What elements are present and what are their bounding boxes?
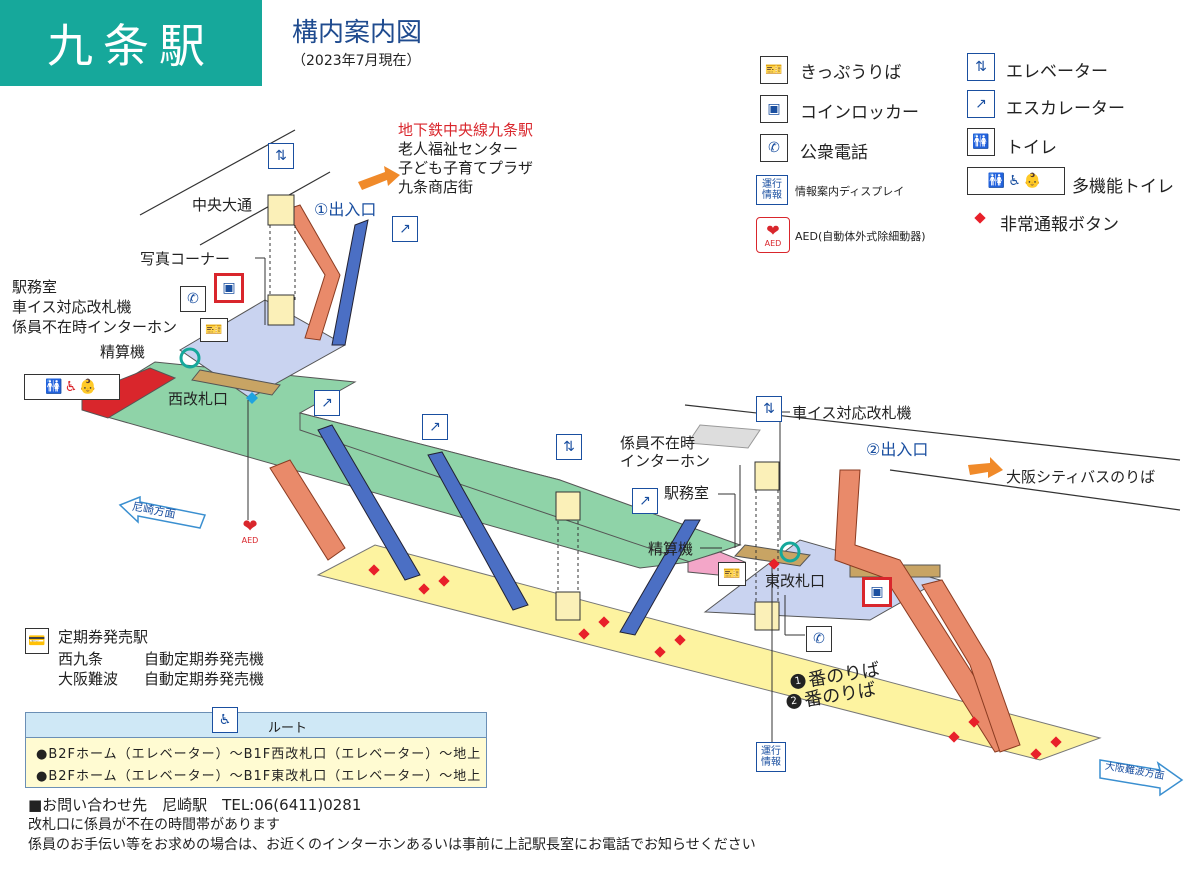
west-gate-marker [246,392,258,404]
east-wheelchair-gate-marker [779,541,801,563]
arrow-exit1-direction [358,166,400,190]
aed-icon-west: ❤ AED [241,516,259,546]
commuter-pass-station-2: 大阪難波 [58,670,119,688]
label-east-fare-adjust: 精算機 [648,540,694,558]
escalator-exit1 [331,219,369,346]
label-subway: 地下鉄中央線九条駅 [398,121,534,139]
route-header-label: ルート [268,721,308,736]
legend-ticket-label: きっぷうりば [800,63,902,83]
escalator-icon-east: ↗ [632,488,658,514]
commuter-pass-type-2: 自動定期券発売機 [144,670,265,688]
legend-toilet-label: トイレ [1006,138,1057,158]
label-east-intercom-2: インターホン [620,452,711,470]
legend-emergency-label: 非常通報ボタン [1000,215,1119,235]
arrow-bus-direction [968,457,1003,478]
route-header: ♿ ルート [26,707,486,738]
label-kids: 子ども子育てプラザ [398,159,534,177]
elevator-icon-center: ⇅ [556,434,582,460]
legend-display-label: 情報案内ディスプレイ [795,185,905,198]
legend-locker-label: コインロッカー [800,103,919,123]
elevator-shafts [269,225,779,610]
footer-note-1: 改札口に係員が不在の時間帯があります [28,817,280,833]
label-bus: 大阪シティバスのりば [1006,468,1156,486]
label-shopping: 九条商店街 [398,178,474,196]
commuter-pass-station-1: 西九条 [58,650,104,668]
arrow-osaka-namba [1099,759,1184,797]
accessible-route-box: ♿ ルート ●B2Fホーム（エレベーター）～B1F西改札口（エレベーター）～地上… [25,707,487,788]
commuter-pass-type-1: 自動定期券発売機 [144,650,265,668]
escalator-icon: ↗ [967,90,995,118]
contact-info: ■お問い合わせ先 尼崎駅 TEL:06(6411)0281 [28,796,362,814]
route-line-west: ●B2Fホーム（エレベーター）～B1F西改札口（エレベーター）～地上 [36,747,482,762]
escalator-icon-west-1: ↗ [314,390,340,416]
phone-icon-west: ✆ [180,286,206,312]
phone-icon-east: ✆ [806,626,832,652]
stairs-exit1 [284,204,341,341]
route-line-east: ●B2Fホーム（エレベーター）～B1F東改札口（エレベーター）～地上 [36,769,482,784]
toilet-block-west [81,367,177,419]
commuter-pass-title: 定期券発売駅 [58,628,149,646]
commuter-pass-icon: 💳 [25,628,49,654]
multipurpose-toilet-icon-west: 🚻♿👶 [24,374,120,400]
toilet-icon: 🚻 [967,128,995,156]
escalator-west-1 [317,424,421,581]
legend-multipurpose-label: 多機能トイレ [1072,177,1174,197]
wheelchair-icon: ♿ [212,707,238,733]
station-name: 九条駅 [47,19,215,73]
escalator-icon-west-2: ↗ [422,414,448,440]
info-display-icon-platform: 運行情報 [756,742,786,772]
elevator-icon-exit1: ⇅ [268,143,294,169]
escalator-west-2 [427,451,529,611]
footer-note-2: 係員のお手伝い等をお求めの場合は、お近くのインターホンあるいは事前に上記駅長室に… [28,837,756,853]
label-welfare: 老人福祉センター [398,140,519,158]
ticket-machine-icon-east: 🎫 [718,562,746,586]
label-chuo-odori: 中央大通 [192,196,253,214]
label-west-office: 駅務室 [12,278,58,296]
label-west-intercom: 係員不在時インターホン [12,318,178,336]
legend-aed-label: AED(自動体外式除細動器) [795,230,926,243]
west-wheelchair-gate-marker [179,347,201,369]
elevator-icon-exit2: ⇅ [756,396,782,422]
coin-locker-icon: ▣ [760,95,788,123]
escalator-east [619,519,701,636]
coin-locker-icon-east: ▣ [862,577,892,607]
platform-2-number: 2 [785,692,803,710]
arrow-amagasaki [118,495,207,529]
street-line-chuo-2 [199,171,331,246]
label-exit2: ②出入口 [866,440,929,459]
coin-locker-icon-west: ▣ [214,273,244,303]
multipurpose-toilet-icon: 🚻♿👶 [967,167,1065,195]
info-display-icon: 運行情報 [756,175,788,205]
legend-escalator-label: エスカレーター [1006,99,1125,119]
elevator-icon: ⇅ [967,53,995,81]
as-of-date: （2023年7月現在） [292,53,421,69]
escalator-icon-exit1: ↗ [392,216,418,242]
aed-icon: ❤ AED [756,217,790,253]
label-east-office: 駅務室 [664,484,710,502]
label-west-wheelchair-gate: 車イス対応改札機 [12,298,132,316]
ticket-machine-icon-west: 🎫 [200,318,228,342]
label-east-gate: 東改札口 [765,572,826,590]
label-west-gate: 西改札口 [168,390,229,408]
station-title: 九条駅 [0,0,262,86]
stairs-east-platform [921,579,1021,753]
stairs-west-platform [269,459,346,561]
label-east-intercom-1: 係員不在時 [620,434,696,452]
map-subtitle: 構内案内図 [292,18,423,48]
ticket-machine-icon: 🎫 [760,56,788,84]
west-fare-gates [191,369,281,396]
legend-elevator-label: エレベーター [1006,62,1108,82]
label-east-wheelchair-gate: 車イス対応改札機 [792,404,912,422]
legend-phone-label: 公衆電話 [800,143,868,163]
phone-icon: ✆ [760,134,788,162]
elevator-boxes [267,194,780,631]
label-photo-corner: 写真コーナー [140,250,231,268]
street-line-east-2 [889,469,1181,511]
label-exit1: ①出入口 [314,200,377,219]
leader-lines [247,257,805,745]
crosswalk [687,424,761,449]
label-west-fare-adjust: 精算機 [100,343,146,361]
